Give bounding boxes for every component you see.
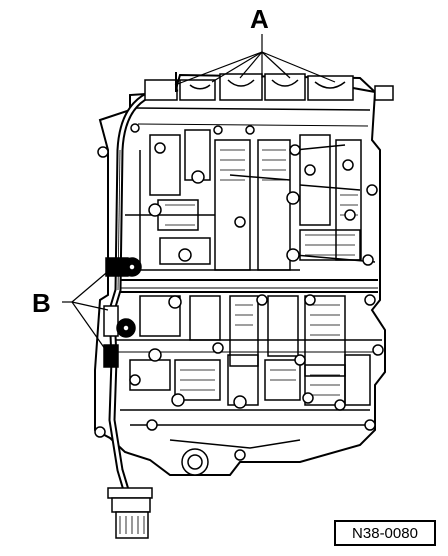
leader-lines-a — [174, 34, 336, 86]
callout-b: B — [32, 288, 51, 318]
upper-bolts — [97, 123, 378, 266]
wiring-harness — [108, 84, 179, 492]
harness-connector — [107, 487, 153, 539]
lower-bolts — [94, 294, 384, 476]
upper-shading — [165, 149, 358, 256]
solenoid-connectors — [144, 72, 394, 101]
leader-lines-b — [62, 267, 113, 357]
harness-clips — [103, 257, 142, 368]
figure-code-box: N38-0080 — [334, 520, 436, 546]
valve-body — [94, 73, 386, 476]
lower-valve-channels — [120, 295, 371, 449]
callout-a: A — [250, 4, 269, 34]
lower-shading — [180, 304, 340, 396]
